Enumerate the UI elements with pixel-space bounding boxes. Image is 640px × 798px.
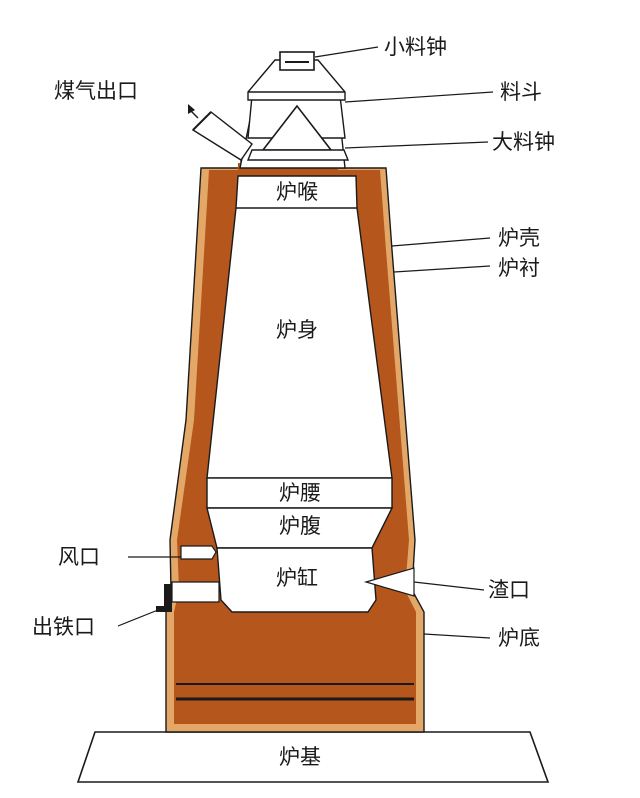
- label-slag-notch: 渣口: [488, 578, 530, 602]
- label-hopper: 料斗: [500, 80, 542, 104]
- label-bottom: 炉底: [498, 626, 540, 650]
- label-lining: 炉衬: [498, 256, 540, 280]
- tuyere: [180, 545, 217, 560]
- taphole-spout: [156, 584, 172, 612]
- label-stack: 炉身: [276, 318, 318, 342]
- taphole: [171, 581, 220, 603]
- label-hearth: 炉缸: [276, 566, 318, 590]
- label-large-bell: 大料钟: [492, 130, 555, 154]
- label-small-bell: 小料钟: [384, 35, 447, 59]
- label-belly: 炉腰: [279, 481, 321, 505]
- label-tuyere: 风口: [58, 545, 100, 569]
- leader-lines: [117, 46, 494, 639]
- hearth-zone: [216, 547, 377, 613]
- label-shell: 炉壳: [498, 226, 540, 250]
- gas-outlet-pipe: [188, 104, 253, 161]
- label-gas-outlet: 煤气出口: [54, 79, 138, 103]
- belly-zone: [206, 477, 393, 509]
- label-taphole: 出铁口: [32, 615, 95, 639]
- label-throat: 炉喉: [276, 180, 318, 204]
- label-foundation: 炉基: [279, 745, 321, 769]
- large-bell-base: [246, 149, 350, 161]
- label-bosh: 炉腹: [279, 514, 321, 538]
